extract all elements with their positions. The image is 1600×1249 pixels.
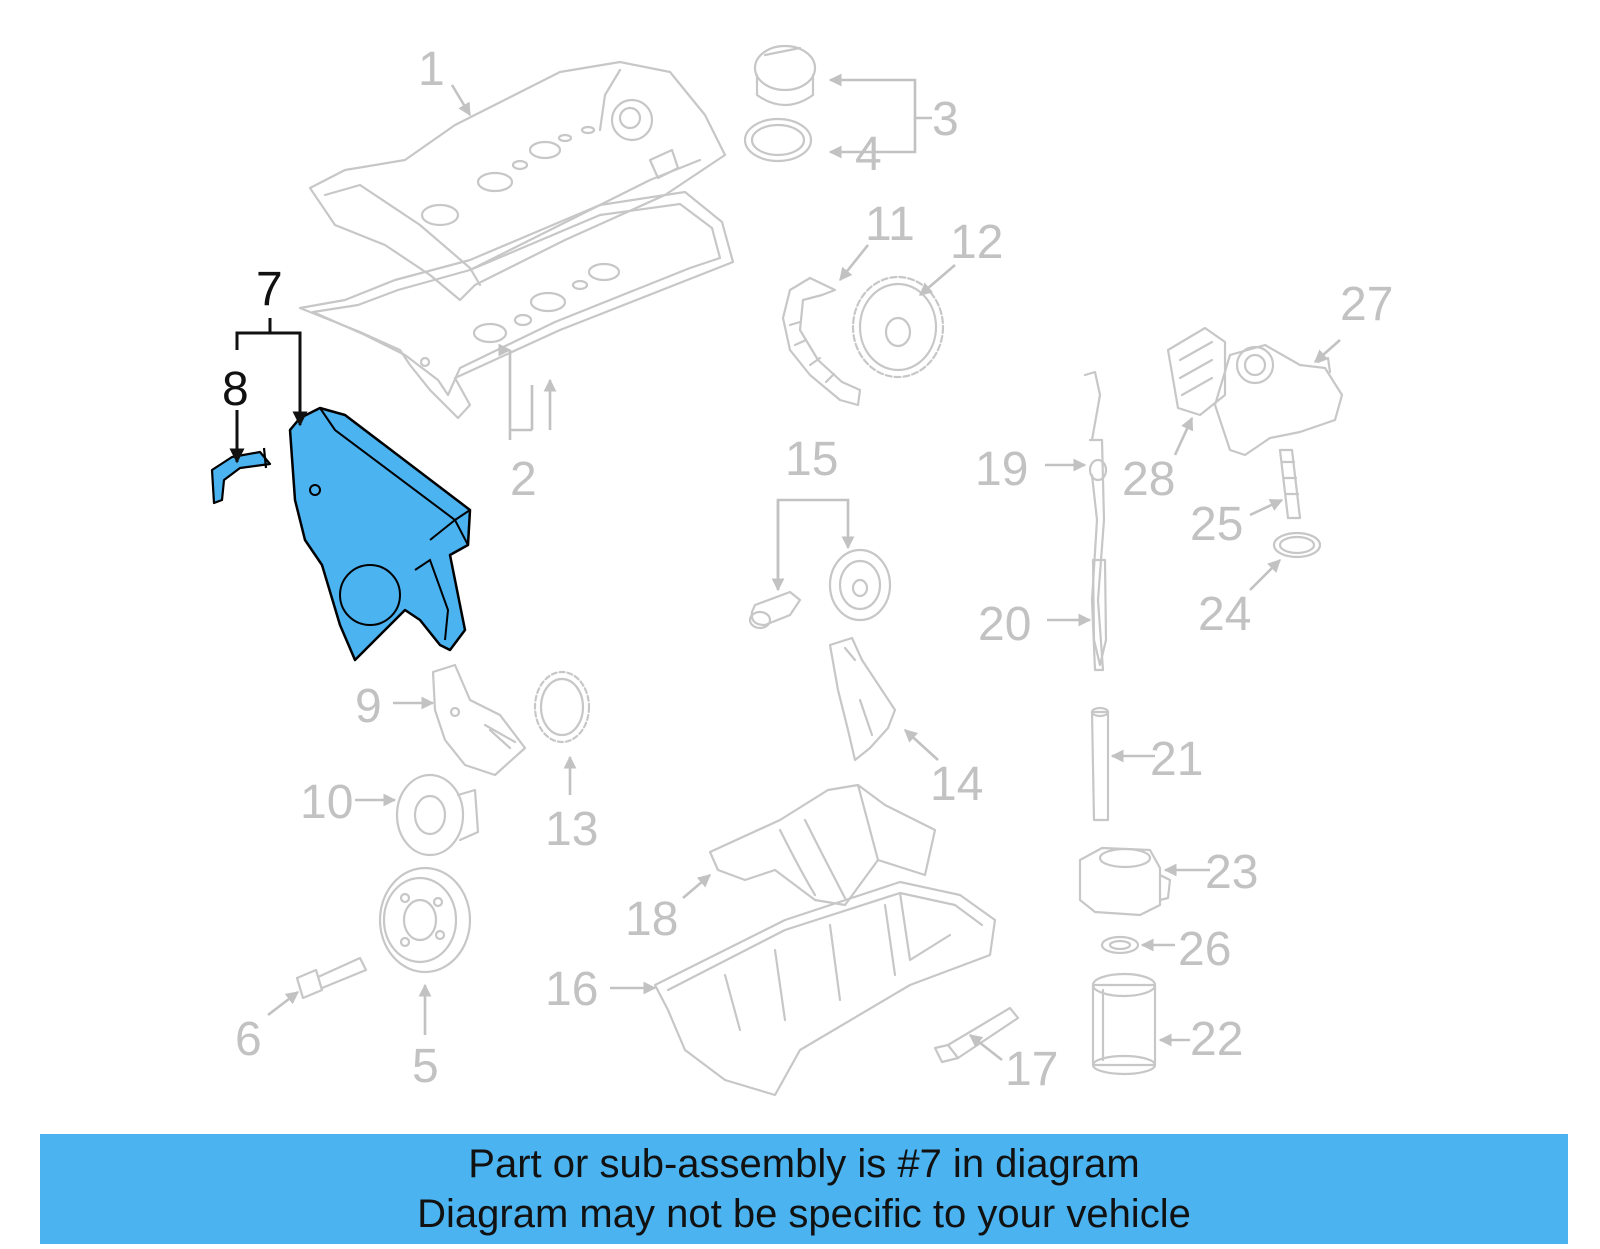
footer-line-1: Part or sub-assembly is #7 in diagram	[468, 1142, 1140, 1186]
footer-banner: Part or sub-assembly is #7 in diagram Di…	[40, 1134, 1568, 1244]
part-22-oil-filter	[1091, 972, 1157, 1076]
callout-16: 16	[545, 963, 598, 1016]
part-10-tensioner	[395, 773, 480, 857]
callout-14: 14	[930, 758, 983, 811]
callout-20: 20	[978, 598, 1031, 651]
part-27-pump-housing	[1213, 343, 1344, 457]
leader-lines-highlighted	[229, 318, 308, 464]
part-15-idler-pulley	[748, 548, 892, 630]
callout-1: 1	[418, 43, 445, 96]
callout-21: 21	[1150, 733, 1203, 786]
callout-15: 15	[785, 433, 838, 486]
leader-lines	[267, 73, 1341, 1062]
part-26-gasket	[1100, 935, 1140, 955]
callout-27: 27	[1340, 278, 1393, 331]
part-2-gasket	[298, 190, 735, 420]
callout-28: 28	[1122, 453, 1175, 506]
part-6-bolt	[295, 956, 368, 1000]
part-13-crank-gear	[533, 670, 591, 744]
part-25-stud	[1278, 448, 1302, 520]
part-21-guide-tube	[1090, 706, 1110, 822]
part-1-valve-cover	[308, 60, 727, 302]
part-23-filter-housing	[1078, 846, 1172, 917]
callout-11: 11	[865, 198, 915, 251]
callout-7: 7	[256, 263, 283, 316]
callout-5: 5	[412, 1040, 439, 1093]
part-12-cam-gear	[851, 275, 945, 379]
part-16-oil-pan	[653, 880, 997, 1097]
part-19-dipstick	[1083, 370, 1108, 672]
callout-24: 24	[1198, 588, 1251, 641]
callout-12: 12	[950, 216, 1003, 269]
part-24-seal	[1272, 531, 1322, 559]
footer-line-2: Diagram may not be specific to your vehi…	[417, 1192, 1191, 1236]
part-11-timing-belt	[781, 276, 862, 407]
part-4-seal-ring	[743, 117, 813, 163]
callout-9: 9	[355, 680, 382, 733]
part-17-sealant-tube	[933, 1006, 1020, 1064]
part-20-dipstick-lower	[1091, 558, 1108, 667]
callout-6: 6	[235, 1013, 262, 1066]
callout-10: 10	[300, 776, 353, 829]
callout-3: 3	[932, 93, 959, 146]
callout-18: 18	[625, 893, 678, 946]
callout-17: 17	[1005, 1043, 1058, 1096]
part-14-bracket	[828, 636, 897, 762]
callout-8: 8	[222, 363, 249, 416]
part-28-gasket-plate	[1166, 326, 1227, 417]
callout-26: 26	[1178, 923, 1231, 976]
part-18-baffle	[708, 783, 937, 907]
part-3-oil-cap	[753, 44, 817, 106]
part-8-cover-piece	[210, 447, 272, 505]
callout-13: 13	[545, 803, 598, 856]
callout-23: 23	[1205, 846, 1258, 899]
callout-22: 22	[1190, 1013, 1243, 1066]
callout-2: 2	[510, 453, 537, 506]
part-9-rear-cover	[431, 663, 527, 777]
callout-25: 25	[1190, 498, 1243, 551]
part-5-pulley	[378, 866, 472, 974]
callout-19: 19	[975, 443, 1028, 496]
callout-4: 4	[855, 128, 882, 181]
callout-numbers: 1 2 3 4 5 6 7 8 9 10 11 12 13 14 15 16 1…	[222, 43, 1393, 1096]
part-7-timing-cover	[288, 406, 472, 662]
